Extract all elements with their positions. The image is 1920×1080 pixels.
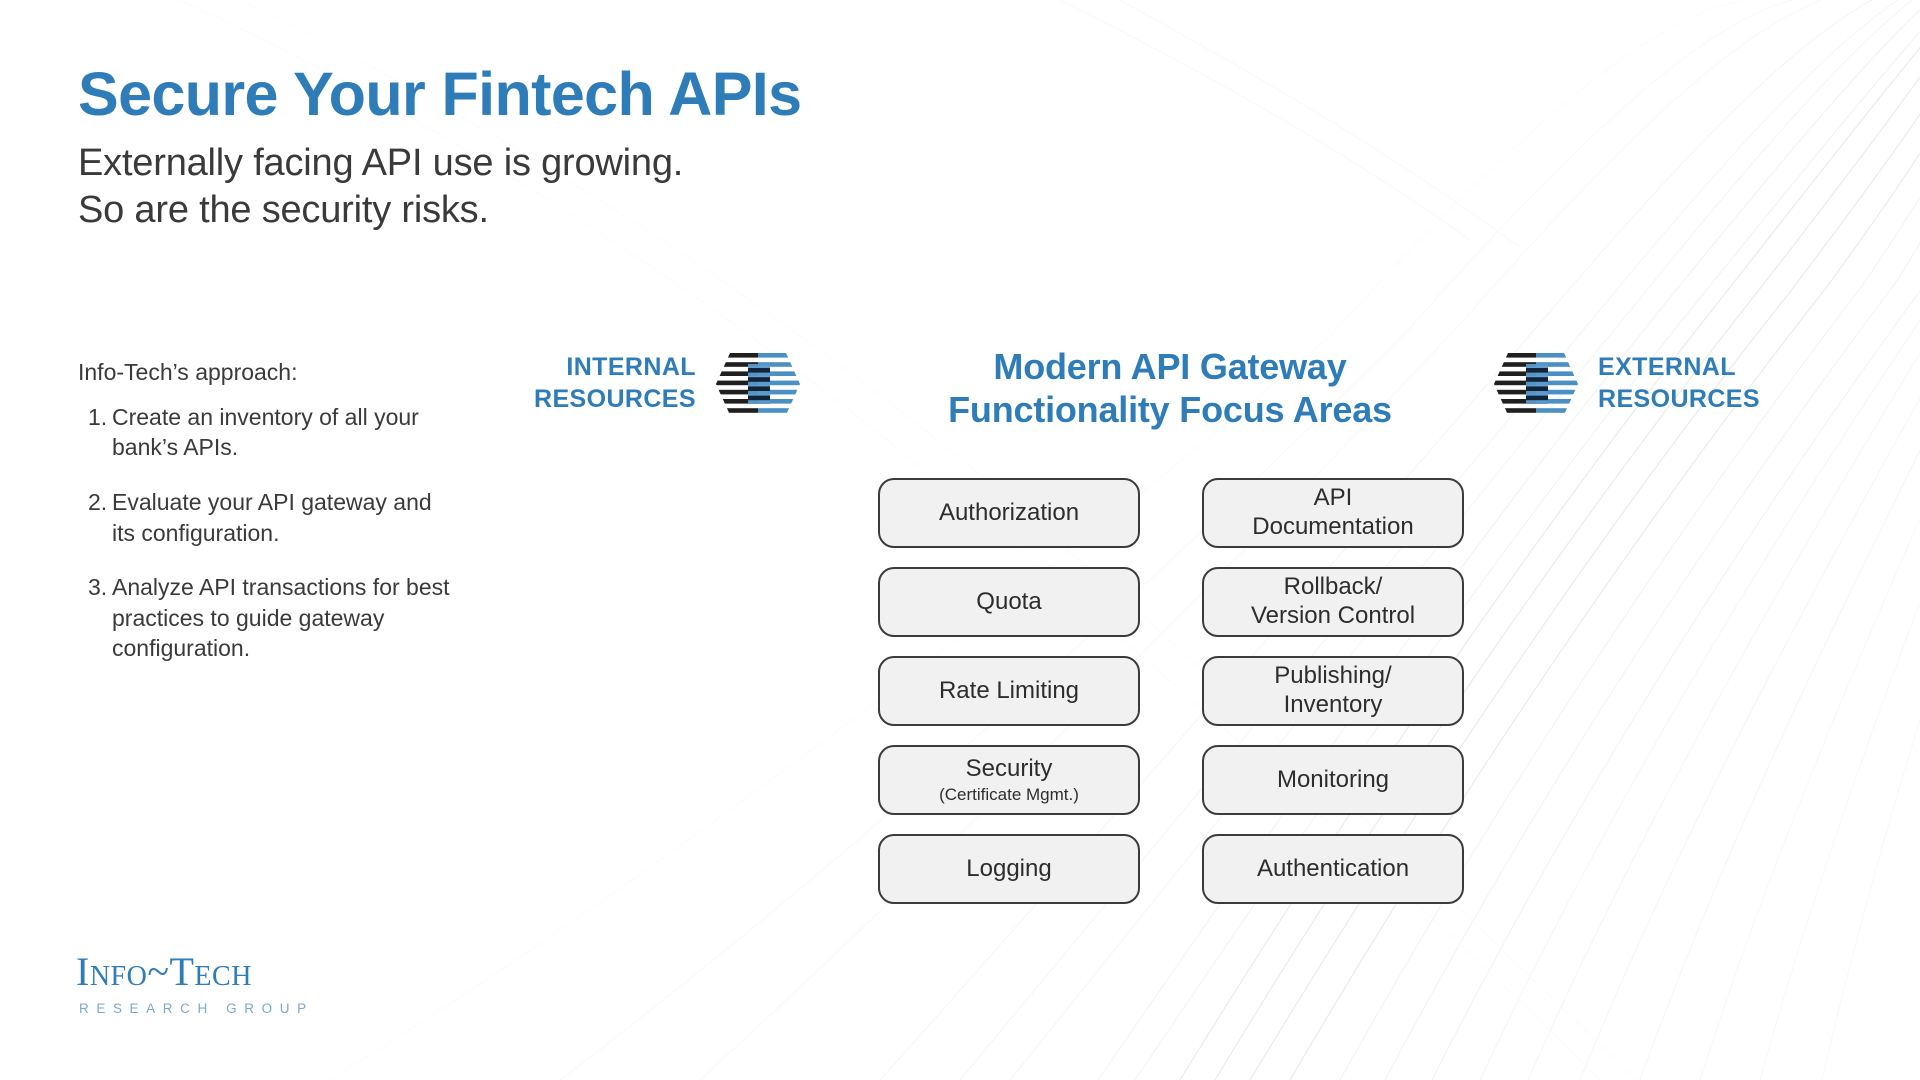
page-title: Secure Your Fintech APIs — [78, 60, 802, 128]
list-item-label: Analyze API transactions for best practi… — [112, 574, 450, 662]
focus-area-label: Logging — [966, 854, 1052, 882]
focus-area-pill[interactable]: Logging — [878, 834, 1140, 904]
external-resources-group: EXTERNAL RESOURCES — [1494, 352, 1760, 415]
subtitle-line-1: Externally facing API use is growing. — [78, 142, 684, 185]
internal-resources-label: INTERNAL RESOURCES — [534, 352, 696, 415]
list-item-label: Evaluate your API gateway and its config… — [112, 489, 432, 546]
gateway-right-column: API Documentation Rollback/ Version Cont… — [1202, 478, 1464, 904]
focus-area-pill[interactable]: Rate Limiting — [878, 656, 1140, 726]
list-item-number: 3. — [88, 574, 108, 601]
approach-heading: Info-Tech’s approach: — [78, 359, 298, 385]
gateway-left-column: Authorization Quota Rate Limiting Securi… — [878, 478, 1140, 904]
external-resources-label: EXTERNAL RESOURCES — [1598, 352, 1760, 415]
focus-area-pill[interactable]: Rollback/ Version Control — [1202, 567, 1464, 637]
focus-area-pill[interactable]: Authentication — [1202, 834, 1464, 904]
focus-area-sublabel: (Certificate Mgmt.) — [939, 784, 1079, 804]
focus-area-label: Rollback/ Version Control — [1250, 573, 1416, 629]
gateway-title-line2: Functionality Focus Areas — [948, 389, 1392, 431]
focus-area-pill[interactable]: Security (Certificate Mgmt.) — [878, 745, 1140, 815]
list-item-number: 2. — [88, 489, 108, 516]
focus-area-label: API Documentation — [1252, 484, 1414, 540]
focus-area-pill[interactable]: Monitoring — [1202, 745, 1464, 815]
focus-area-label: Quota — [976, 587, 1042, 615]
approach-section: Info-Tech’s approach: 1. Create an inven… — [78, 358, 498, 688]
gateway-title: Modern API Gateway Functionality Focus A… — [860, 345, 1480, 431]
focus-area-label: Security — [965, 754, 1053, 782]
striped-hexagon-icon — [1494, 352, 1578, 413]
internal-resources-label-line1: INTERNAL — [566, 353, 696, 381]
logo-wordmark: Info~Tech — [76, 949, 252, 994]
approach-list: 1. Create an inventory of all your bank’… — [78, 402, 498, 664]
external-resources-label-line2: RESOURCES — [1598, 384, 1760, 413]
gateway-focus-areas: Authorization Quota Rate Limiting Securi… — [878, 478, 1464, 904]
focus-area-label: Authorization — [938, 498, 1080, 526]
focus-area-pill[interactable]: Quota — [878, 567, 1140, 637]
focus-area-label: Authentication — [1256, 854, 1410, 882]
external-resources-label-line1: EXTERNAL — [1598, 353, 1736, 381]
focus-area-pill[interactable]: Publishing/ Inventory — [1202, 656, 1464, 726]
info-tech-logo: Info~Tech RESEARCH GROUP — [76, 949, 386, 1017]
logo-tagline: RESEARCH GROUP — [79, 1001, 314, 1016]
header: Secure Your Fintech APIs Externally faci… — [78, 60, 1178, 235]
list-item: 3. Analyze API transactions for best pra… — [78, 572, 498, 664]
focus-area-label: Publishing/ Inventory — [1274, 662, 1392, 718]
list-item-number: 1. — [88, 403, 108, 430]
list-item: 2. Evaluate your API gateway and its con… — [78, 487, 498, 548]
focus-area-label: Rate Limiting — [938, 676, 1080, 704]
focus-area-label: Monitoring — [1276, 765, 1390, 793]
internal-resources-group: INTERNAL RESOURCES — [534, 352, 800, 415]
gateway-title-line1: Modern API Gateway — [993, 346, 1347, 387]
striped-hexagon-icon — [715, 352, 800, 413]
subtitle: Externally facing API use is growing. So… — [78, 140, 1178, 234]
subtitle-line-2: So are the security risks. — [78, 189, 489, 232]
focus-area-pill[interactable]: API Documentation — [1202, 478, 1464, 548]
internal-resources-label-line2: RESOURCES — [534, 384, 696, 413]
list-item-label: Create an inventory of all your bank’s A… — [112, 403, 419, 461]
list-item: 1. Create an inventory of all your bank’… — [78, 402, 498, 463]
focus-area-pill[interactable]: Authorization — [878, 478, 1140, 548]
